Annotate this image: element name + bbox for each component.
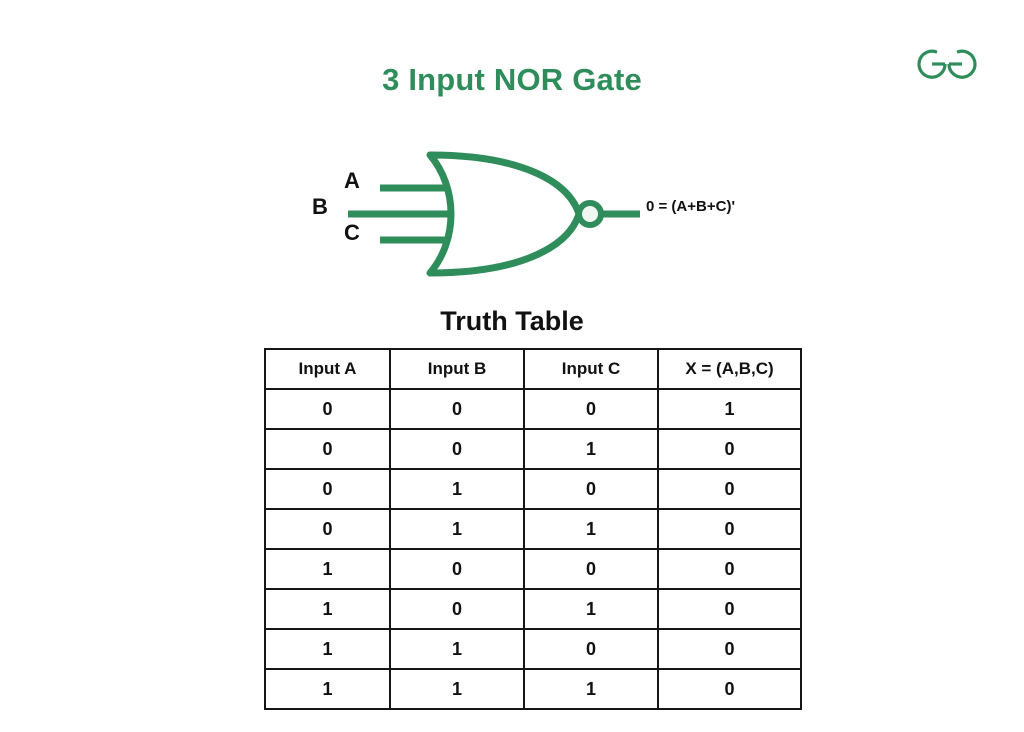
column-header-input-b: Input B (389, 348, 525, 390)
input-label-a: A (344, 168, 360, 193)
or-gate-body (426, 151, 583, 277)
cell-input-b: 0 (389, 428, 525, 470)
cell-input-a: 0 (264, 508, 391, 550)
cell-input-b: 1 (389, 628, 525, 670)
cell-input-a: 0 (264, 428, 391, 470)
cell-output-x: 1 (657, 388, 802, 430)
cell-output-x: 0 (657, 668, 802, 710)
cell-input-a: 1 (264, 548, 391, 590)
truth-table-heading: Truth Table (440, 306, 584, 336)
cell-input-c: 0 (523, 548, 659, 590)
cell-input-c: 0 (523, 388, 659, 430)
cell-input-b: 0 (389, 548, 525, 590)
output-expression-label: 0 = (A+B+C)' (646, 198, 736, 215)
input-label-c: C (344, 220, 360, 245)
input-label-b: B (312, 194, 328, 219)
cell-output-x: 0 (657, 428, 802, 470)
cell-output-x: 0 (657, 628, 802, 670)
cell-input-b: 1 (389, 468, 525, 510)
cell-input-a: 1 (264, 588, 391, 630)
geeksforgeeks-logo (912, 40, 982, 88)
column-header-output-x: X = (A,B,C) (657, 348, 802, 390)
cell-output-x: 0 (657, 588, 802, 630)
cell-input-c: 1 (523, 428, 659, 470)
cell-input-b: 0 (389, 388, 525, 430)
cell-input-a: 0 (264, 388, 391, 430)
cell-input-c: 0 (523, 468, 659, 510)
cell-input-c: 1 (523, 668, 659, 710)
cell-input-a: 0 (264, 468, 391, 510)
cell-input-b: 1 (389, 668, 525, 710)
cell-output-x: 0 (657, 468, 802, 510)
cell-input-b: 0 (389, 588, 525, 630)
inversion-bubble (576, 200, 604, 228)
cell-output-x: 0 (657, 548, 802, 590)
nor-gate-diagram: A B C 0 = (A+B+C)' (280, 140, 800, 290)
cell-input-c: 1 (523, 588, 659, 630)
column-header-input-a: Input A (264, 348, 391, 390)
page-title: 3 Input NOR Gate (382, 62, 642, 97)
cell-input-a: 1 (264, 668, 391, 710)
cell-input-a: 1 (264, 628, 391, 670)
cell-input-b: 1 (389, 508, 525, 550)
cell-output-x: 0 (657, 508, 802, 550)
column-header-input-c: Input C (523, 348, 659, 390)
cell-input-c: 1 (523, 508, 659, 550)
cell-input-c: 0 (523, 628, 659, 670)
table-header-row: Input A Input B Input C X = (A,B,C) (264, 348, 802, 390)
